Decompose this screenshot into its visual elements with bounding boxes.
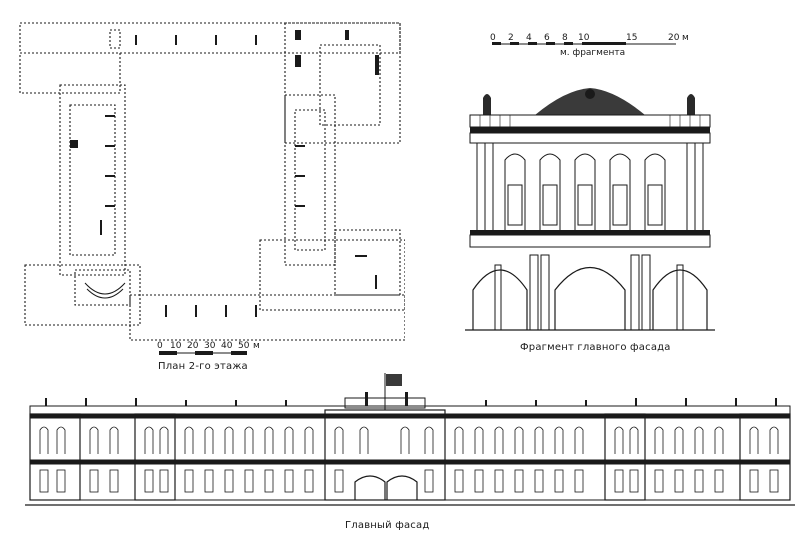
- plan-scale-tick: 0: [157, 341, 163, 351]
- fragment-scale-bar: 0 2 4 6 8 10 15 20 м м. фрагмента: [490, 33, 689, 58]
- facade-fragment-drawing: [465, 88, 715, 331]
- floor-plan-drawing: [19, 22, 405, 341]
- plan-scale-tick: 20: [187, 341, 199, 351]
- main-facade-panel: [25, 370, 795, 520]
- fragment-scale-unit: м: [682, 33, 689, 43]
- plan-caption: План 2-го этажа: [158, 361, 248, 372]
- facade-fragment-panel: [465, 80, 715, 335]
- plan-scale-bar: 0 10 20 30 40 50 м: [157, 341, 260, 355]
- fragment-scale-tick: 2: [508, 33, 514, 43]
- plan-scale-unit: м: [253, 341, 260, 351]
- plan-scale-tick: 30: [204, 341, 216, 351]
- fragment-scale-tick: 0: [490, 33, 496, 43]
- fragment-scale-label: м. фрагмента: [560, 48, 625, 58]
- roof-sculpture: [483, 88, 695, 115]
- facade-caption: Главный фасад: [345, 520, 430, 531]
- fragment-caption: Фрагмент главного фасада: [520, 342, 671, 353]
- fragment-scale-tick: 6: [544, 33, 550, 43]
- fragment-scale-tick: 15: [626, 33, 637, 43]
- plan-scale-tick: 50: [238, 341, 250, 351]
- fragment-scale-tick: 10: [578, 33, 590, 43]
- plan-scale-tick: 10: [170, 341, 182, 351]
- flag-icon: [384, 373, 402, 410]
- plan-scale-tick: 40: [221, 341, 233, 351]
- fragment-scale-tick: 4: [526, 33, 532, 43]
- floor-plan-panel: 0 10 20 30 40 50 м: [15, 15, 405, 360]
- fragment-scale-tick: 20: [668, 33, 680, 43]
- main-facade-drawing: [25, 373, 795, 506]
- fragment-scale-tick: 8: [562, 33, 568, 43]
